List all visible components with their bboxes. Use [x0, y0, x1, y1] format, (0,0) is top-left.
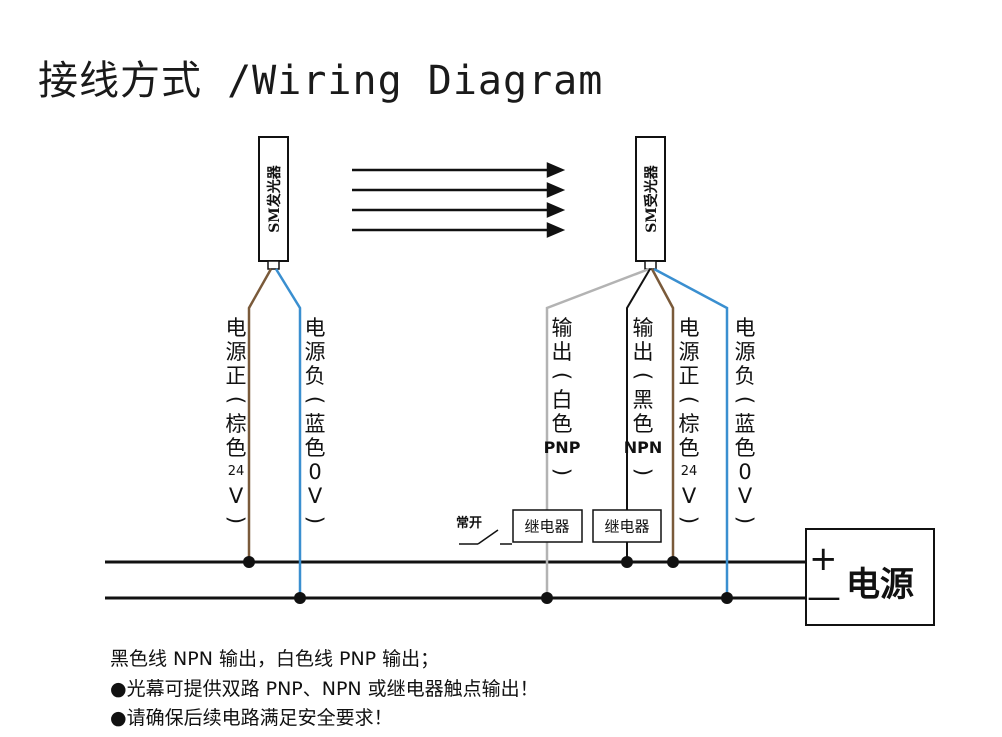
relay-right [592, 509, 662, 543]
page-title: 接线方式 /Wiring Diagram [38, 58, 604, 104]
relay-left-label: 继电器 [524, 517, 570, 536]
normally-open-switch [459, 529, 512, 545]
power-supply-label: 电源 [846, 565, 914, 605]
emitter-label: SM发光器 [267, 165, 283, 233]
receiver-white-wire [545, 267, 650, 598]
note-line-1: 黑色线 NPN 输出，白色线 PNP 输出； [110, 648, 440, 670]
power-supply-box [805, 528, 935, 626]
receiver-blue-wire [653, 267, 729, 598]
psu-plus-sign: + [809, 539, 838, 579]
receiver-brown-wire [650, 268, 675, 562]
emitter-sensor [258, 136, 289, 262]
note-line-3: ●请确保后续电路满足安全要求！ [110, 707, 393, 729]
relay-right-label: 继电器 [604, 517, 650, 536]
receiver-connector [644, 260, 657, 270]
normally-open-label: 常开 [456, 516, 483, 531]
note-line-2: ●光幕可提供双路 PNP、NPN 或继电器触点输出！ [110, 678, 539, 700]
light-beam-arrows [352, 162, 566, 238]
emitter-connector [267, 260, 280, 270]
emitter-blue-wire [274, 268, 302, 598]
receiver-label: SM受光器 [644, 165, 660, 233]
receiver-black-wire [626, 268, 651, 562]
junction-dots [243, 556, 733, 604]
emitter-brown-wire [247, 268, 273, 562]
psu-minus-sign: — [807, 577, 841, 617]
relay-left [512, 509, 583, 543]
